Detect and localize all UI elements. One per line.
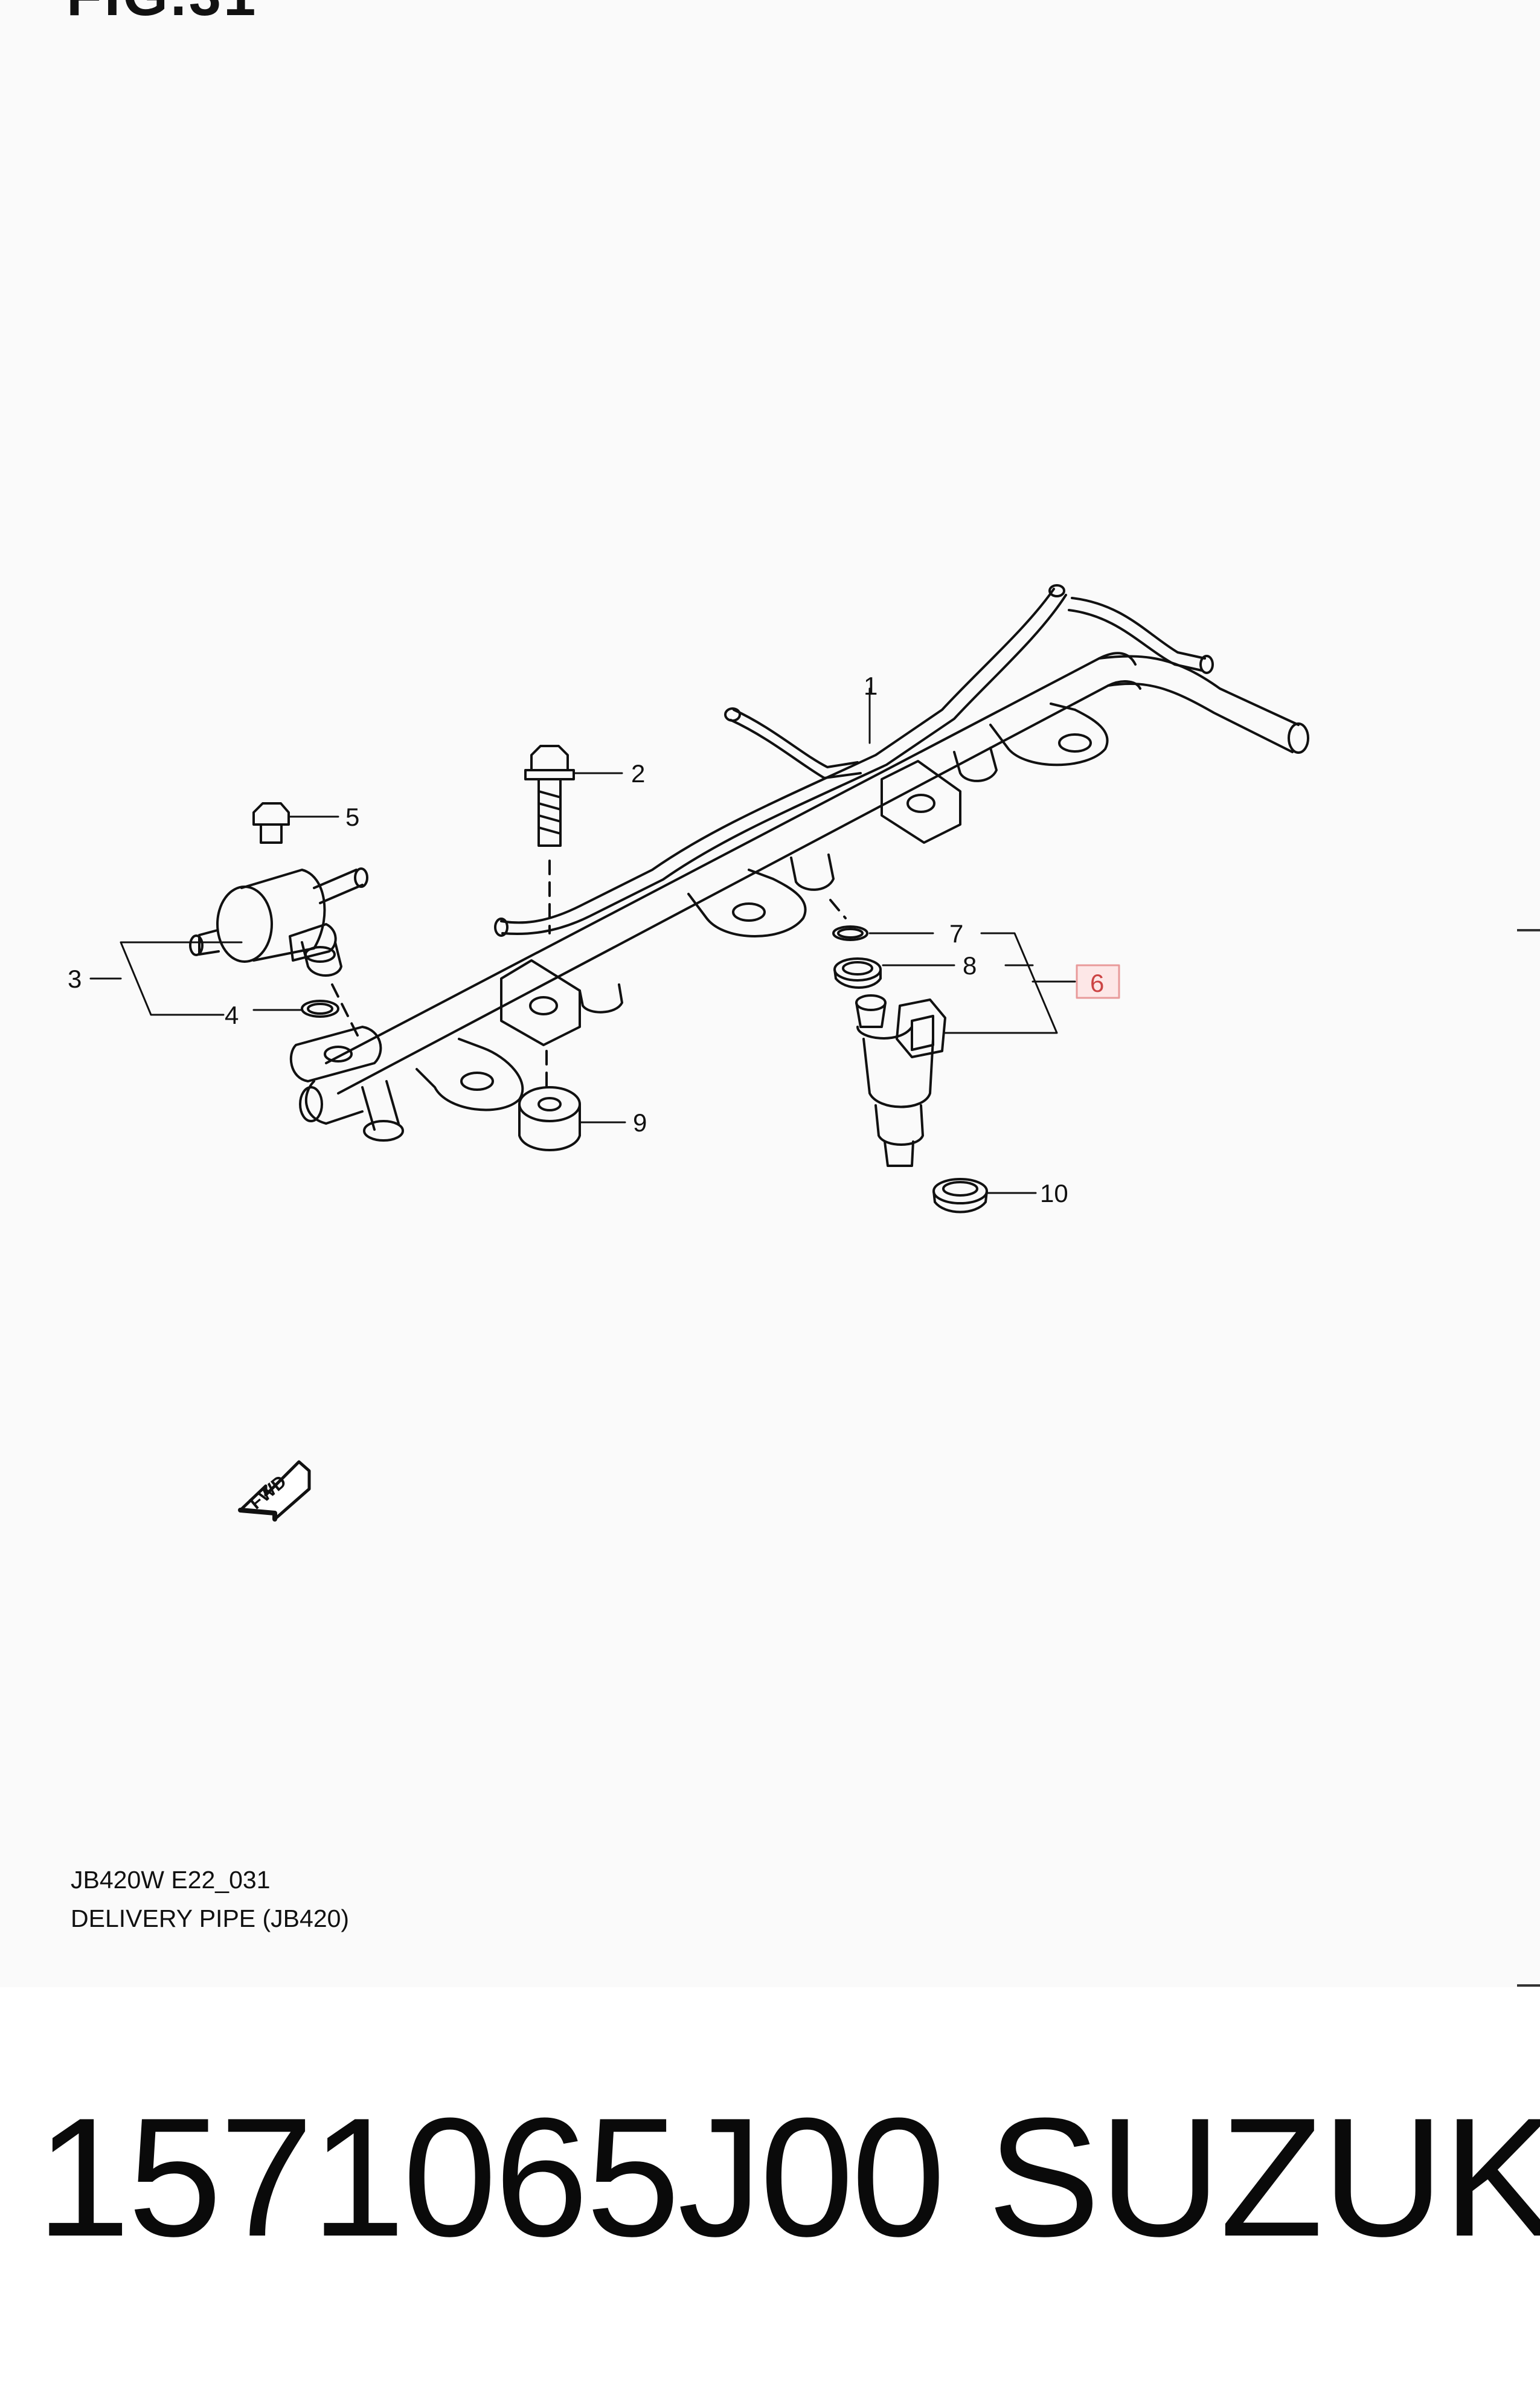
fwd-arrow-icon: FWD	[238, 1460, 311, 1522]
callout-4[interactable]: 4	[225, 1001, 239, 1029]
injector-ports	[579, 747, 998, 1014]
callout-6[interactable]: 6	[1090, 969, 1104, 997]
callout-1[interactable]: 1	[864, 672, 877, 700]
figure-title: DELIVERY PIPE (JB420)	[71, 1905, 350, 1932]
grommet-item-8	[833, 957, 882, 989]
callout-3[interactable]: 3	[68, 965, 82, 993]
figure-caption: JB420W E22_031 DELIVERY PIPE (JB420)	[71, 1860, 349, 1938]
callout-7[interactable]: 7	[949, 919, 963, 948]
part-footer: 1571065J00 SUZUKI	[0, 2087, 1540, 2268]
figure-code: JB420W E22_031	[71, 1866, 271, 1894]
part-number: 1571065J00	[36, 2083, 946, 2272]
delivery-rail	[299, 652, 1309, 1142]
callout-8[interactable]: 8	[963, 951, 977, 980]
diagram-sheet: FIG.31	[66, 0, 1540, 1987]
injector-item-6	[855, 994, 946, 1167]
callout-2[interactable]: 2	[631, 759, 645, 788]
rail-brackets	[415, 702, 1109, 1111]
o-ring-item-7	[832, 925, 868, 941]
brand-name: SUZUKI	[987, 2083, 1540, 2272]
leader-lines	[89, 687, 1076, 1194]
callout-9[interactable]: 9	[633, 1108, 647, 1137]
figure-heading: FIG.31	[66, 0, 258, 29]
edge-tick-right-upper	[1517, 929, 1540, 931]
fuel-pipe-assembly	[494, 584, 1214, 937]
callout-5[interactable]: 5	[345, 803, 359, 831]
seal-item-10	[932, 1178, 988, 1214]
cushion-item-9	[518, 1086, 581, 1151]
pressure-regulator	[189, 802, 368, 977]
o-ring-item-4	[301, 1000, 339, 1018]
callout-10[interactable]: 10	[1040, 1179, 1068, 1207]
parts-diagram: 1 2 3 4 5 6 7 8 9 10 FWD	[68, 584, 1309, 1522]
bolt-item-2	[524, 745, 575, 847]
edge-tick-right-lower	[1517, 1984, 1540, 1987]
callout-6-highlight	[1076, 964, 1120, 999]
